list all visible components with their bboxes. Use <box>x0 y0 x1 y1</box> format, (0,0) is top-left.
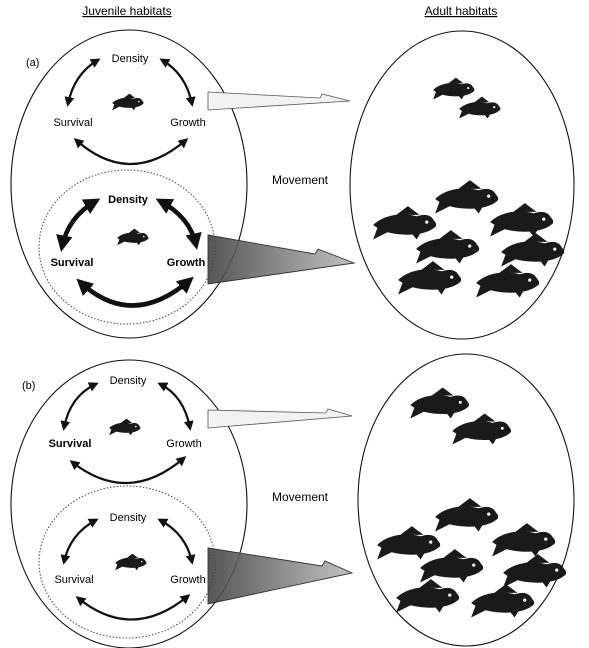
adult-habitats-header: Adult habitats <box>425 4 498 18</box>
movement-label: Movement <box>272 173 329 187</box>
density-label: Density <box>110 512 147 524</box>
juvenile-habitats-header: Juvenile habitats <box>82 4 171 18</box>
panel-b: (b) Density Survival Growth Density Surv… <box>11 354 574 648</box>
upper-cycle: Density Survival Growth <box>53 53 205 164</box>
adult-habitat-ellipse <box>358 354 574 646</box>
density-survival-arrow <box>64 520 96 562</box>
adult-fish <box>459 97 500 119</box>
adult-fish <box>501 233 564 266</box>
adult-fish <box>396 579 459 612</box>
lower-cycle: Density Survival Growth <box>54 512 205 620</box>
density-survival-arrow <box>68 60 98 104</box>
movement-beam-lower <box>208 548 352 604</box>
adult-fish <box>435 498 498 531</box>
adult-fish <box>452 413 511 444</box>
adult-fish <box>410 387 469 418</box>
density-growth-arrow <box>160 520 192 562</box>
growth-label: Growth <box>170 574 205 586</box>
growth-label: Growth <box>167 257 206 269</box>
survival-growth-arrow <box>78 596 188 620</box>
panel-label: (b) <box>22 380 35 392</box>
juvenile-habitat-ellipse <box>11 30 247 338</box>
juvenile-fish <box>112 94 143 111</box>
panel-label: (a) <box>26 57 39 69</box>
adult-fish <box>476 264 539 297</box>
survival-growth-arrow <box>80 280 190 306</box>
adult-fish <box>471 584 534 617</box>
adult-fish <box>398 261 461 294</box>
panel-a: (a) Density Survival Growth Density Surv… <box>11 30 574 339</box>
juvenile-fish <box>109 419 140 436</box>
adult-fish <box>503 554 566 587</box>
movement-label: Movement <box>272 490 329 504</box>
adult-fish <box>492 523 555 556</box>
adult-fish-school <box>373 78 564 298</box>
adult-fish <box>435 180 498 213</box>
survival-label: Survival <box>51 257 94 269</box>
movement-beam-lower <box>208 235 354 284</box>
adult-habitat-ellipse <box>350 31 574 339</box>
juvenile-fish <box>117 229 148 246</box>
movement-beam-upper <box>208 92 350 110</box>
density-label: Density <box>110 375 147 387</box>
juvenile-habitat-ellipse <box>11 360 247 648</box>
lower-cycle: Density Survival Growth <box>51 194 206 306</box>
survival-label: Survival <box>49 438 92 450</box>
adult-fish <box>416 230 479 263</box>
survival-growth-arrow <box>72 458 184 483</box>
adult-fish <box>490 203 553 236</box>
upper-cycle: Density Survival Growth <box>49 375 202 483</box>
density-label: Density <box>108 194 149 206</box>
survival-label: Survival <box>54 574 93 586</box>
density-survival-arrow <box>64 384 96 428</box>
density-growth-arrow <box>162 60 192 104</box>
density-label: Density <box>112 53 149 65</box>
adult-fish <box>420 549 483 582</box>
juvenile-fish <box>115 554 146 571</box>
movement-beam-upper <box>208 409 352 428</box>
density-growth-arrow <box>160 384 190 428</box>
adult-fish-school <box>377 387 566 617</box>
adult-fish <box>373 206 436 239</box>
density-growth-arrow <box>160 201 196 245</box>
growth-label: Growth <box>170 117 205 129</box>
adult-fish <box>377 526 440 559</box>
adult-fish <box>433 78 474 100</box>
survival-growth-arrow <box>76 140 186 164</box>
density-survival-arrow <box>62 201 96 247</box>
survival-label: Survival <box>53 117 92 129</box>
growth-label: Growth <box>166 438 201 450</box>
